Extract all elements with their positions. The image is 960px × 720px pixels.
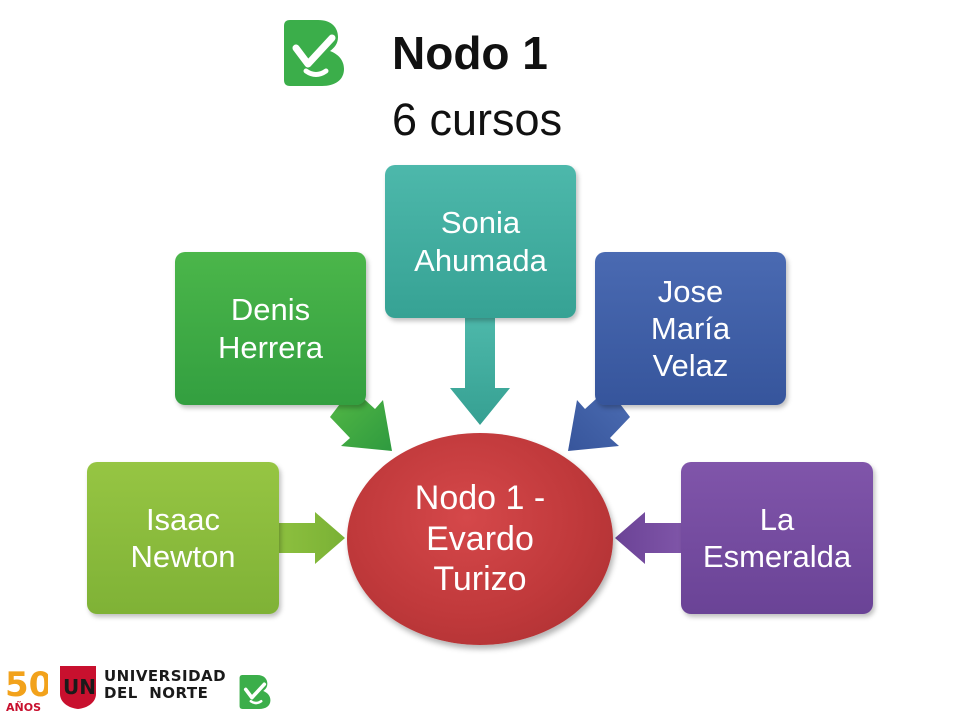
center-node: Nodo 1 - Evardo Turizo [347,433,613,645]
arrow-la-esmeralda [615,512,682,564]
node-jose-maria-velaz: Jose María Velaz [595,252,786,405]
university-name-line1: UNIVERSIDAD [104,667,227,685]
page-title: Nodo 1 [392,27,548,79]
center-node-label: Nodo 1 - Evardo Turizo [414,478,546,599]
arrow-sonia-ahumada [450,318,510,425]
check-badge-icon [284,20,344,86]
node-label: Denis Herrera [217,292,324,365]
page-subtitle: 6 cursos [392,94,563,145]
university-initials: UN [63,675,96,699]
university-name-line2: DEL NORTE [104,684,209,703]
node-label: La Esmeralda [702,501,852,574]
anniversary-word: AÑOS [6,701,41,714]
node-la-esmeralda: La Esmeralda [681,462,873,614]
check-badge-icon [239,675,271,709]
anniversary-50-logo: 50 AÑOS [5,665,48,714]
arrow-isaac-newton [278,512,345,564]
node-sonia-ahumada: Sonia Ahumada [385,165,576,318]
node-label: Jose María Velaz [650,273,731,384]
node-label: Sonia Ahumada [414,205,547,278]
node-denis-herrera: Denis Herrera [175,252,366,405]
anniversary-number: 50 [5,665,48,705]
university-shield-logo: UN [60,666,96,709]
university-name: UNIVERSIDAD DEL NORTE [104,667,227,703]
node-isaac-newton: Isaac Newton [87,462,279,614]
node-label: Isaac Newton [130,501,236,574]
